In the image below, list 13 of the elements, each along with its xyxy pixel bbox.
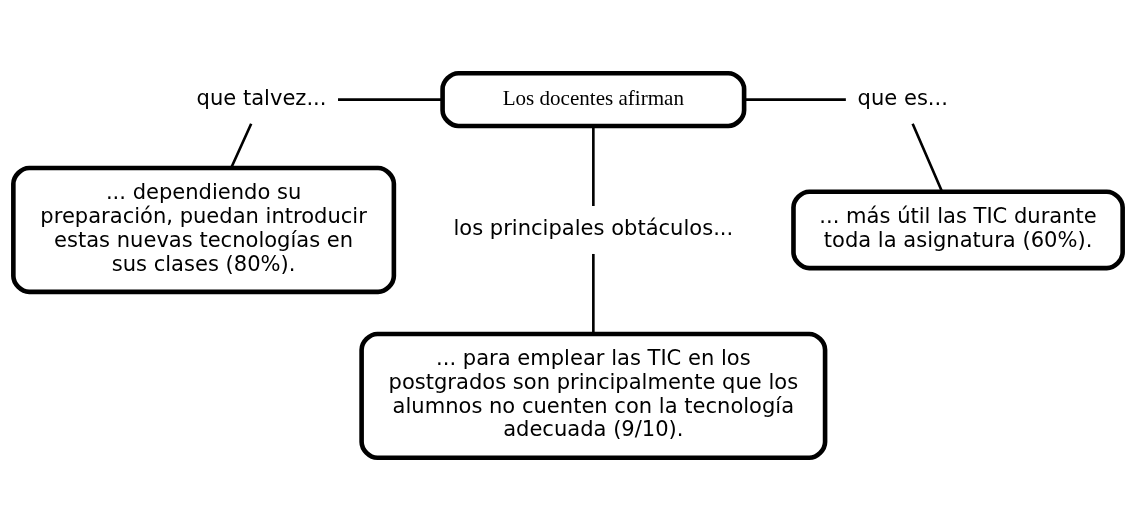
connector: [592, 126, 595, 207]
node-box: ... para emplear las TIC en los postgrados son principalmente que los alumnos no cuenten con la tecnología adecuada (9/10).: [359, 331, 828, 461]
connector: [230, 123, 253, 169]
node-text: que talvez...: [196, 84, 327, 110]
node-text: que es...: [857, 84, 948, 110]
connector: [338, 98, 443, 101]
node-box: ... dependiendo su preparación, puedan introducir estas nuevas tecnologías en sus clases (80%).: [11, 165, 397, 295]
connector: [744, 98, 846, 101]
connector: [592, 253, 595, 334]
node-text: los principales obtáculos...: [453, 214, 734, 240]
connector: [911, 123, 944, 192]
node-box: ... más útil las TIC durante toda la asignatura (60%).: [791, 189, 1125, 271]
node-box: Los docentes afirman: [440, 70, 747, 129]
